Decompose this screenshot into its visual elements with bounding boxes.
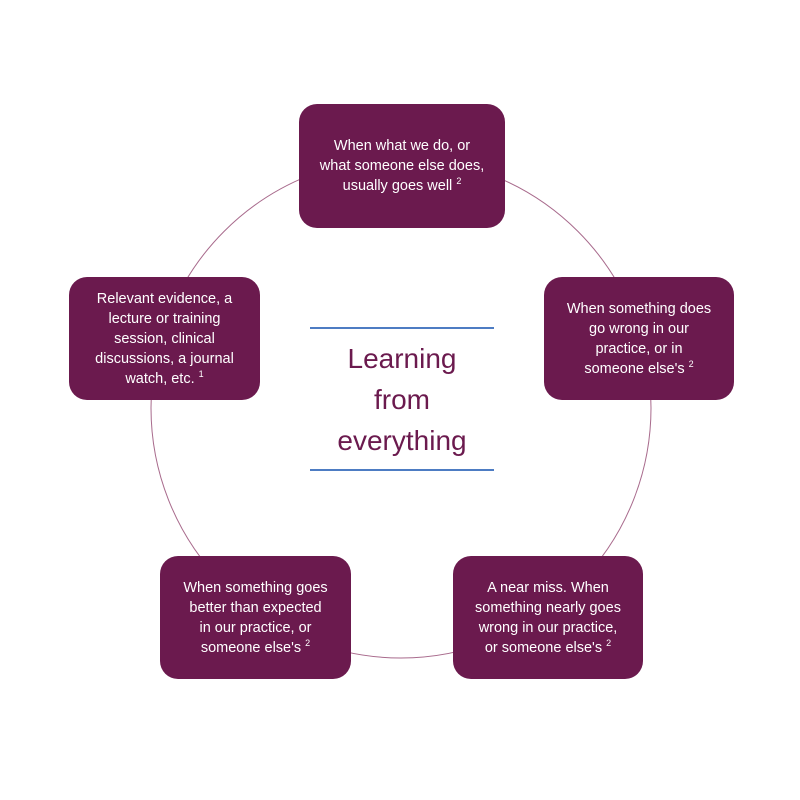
node-text: Relevant evidence, a lecture or training… bbox=[95, 290, 234, 387]
title-top-rule bbox=[310, 327, 494, 329]
node-text: When something goes better than expected… bbox=[183, 579, 328, 656]
title-bottom-rule bbox=[310, 469, 494, 471]
node-text: When what we do, or what someone else do… bbox=[319, 138, 485, 194]
reference-marker: 2 bbox=[688, 358, 694, 369]
node-goes-well: When what we do, or what someone else do… bbox=[299, 104, 505, 228]
reference-marker: 2 bbox=[606, 637, 612, 648]
reference-marker: 2 bbox=[305, 637, 311, 648]
node-near-miss: A near miss. When something nearly goes … bbox=[453, 556, 643, 679]
reference-marker: 1 bbox=[198, 368, 204, 379]
node-relevant-evidence: Relevant evidence, a lecture or training… bbox=[69, 277, 260, 400]
node-better-than-expected: When something goes better than expected… bbox=[160, 556, 351, 679]
node-goes-wrong: When something does go wrong in our prac… bbox=[544, 277, 734, 400]
center-title: Learning from everything bbox=[337, 343, 467, 456]
node-text: A near miss. When something nearly goes … bbox=[475, 579, 621, 656]
reference-marker: 2 bbox=[456, 176, 462, 186]
node-text: When something does go wrong in our prac… bbox=[566, 300, 712, 377]
